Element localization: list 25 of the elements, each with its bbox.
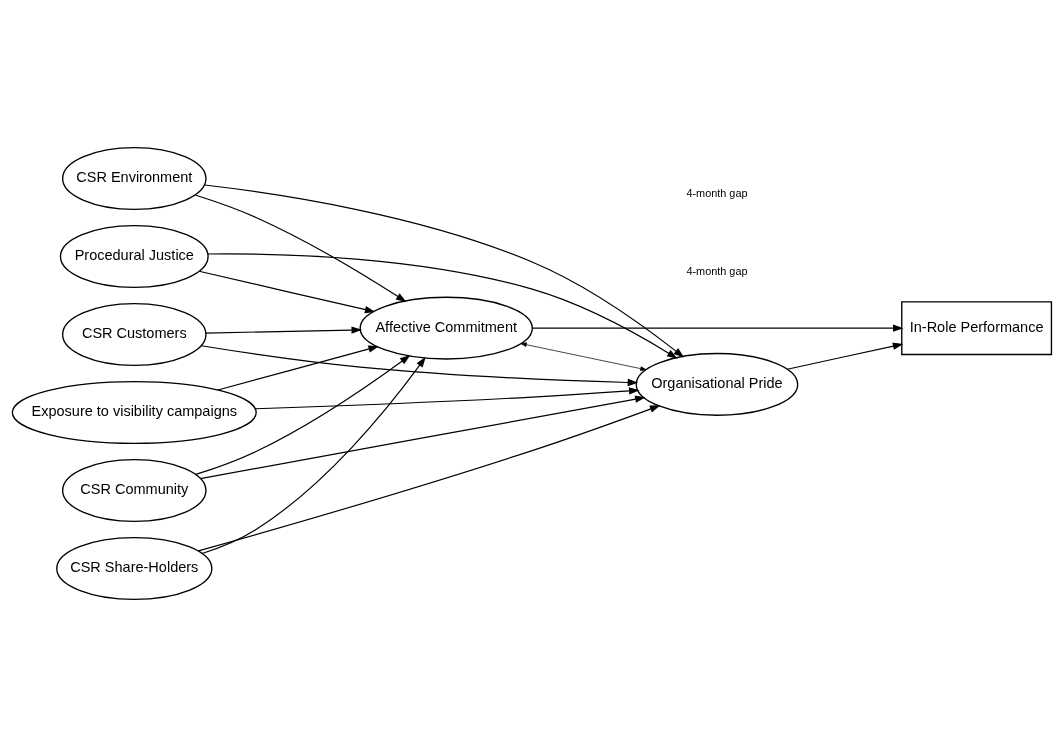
arrow [520, 342, 647, 371]
node-ellipse: Exposure to visibility campaigns [11, 381, 257, 445]
node-ellipse: CSR Customers [61, 302, 207, 366]
node-ellipse: Affective Commitment [359, 296, 533, 360]
arrow [197, 405, 661, 552]
arrow [207, 253, 678, 359]
arrow [205, 326, 363, 334]
arrow [204, 184, 685, 358]
arrow [198, 270, 376, 314]
arrow [195, 355, 411, 475]
arrow [217, 345, 379, 391]
node-ellipse: CSR Community [61, 459, 207, 523]
arrow [199, 395, 646, 480]
node-ellipse: CSR Environment [61, 146, 207, 210]
label: 4-month gap [686, 264, 748, 277]
node-ellipse: Procedural Justice [59, 224, 209, 288]
arrow [201, 356, 426, 555]
arrow [786, 342, 904, 370]
arrow [194, 194, 407, 303]
arrow [531, 324, 904, 332]
arrow [254, 387, 640, 410]
label: 4-month gap [686, 186, 748, 199]
node-box: In-Role Performance [901, 301, 1053, 356]
node-ellipse: CSR Share-Holders [56, 537, 213, 601]
arrow [200, 345, 639, 387]
